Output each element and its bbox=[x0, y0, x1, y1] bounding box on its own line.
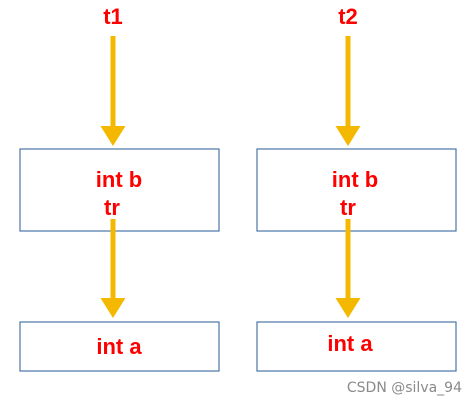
left-upper-box bbox=[19, 148, 220, 232]
left-lower-box bbox=[19, 321, 220, 372]
right-upper-box bbox=[256, 148, 457, 232]
right-lower-box bbox=[256, 321, 457, 372]
left-lower-box-var: int a bbox=[96, 334, 142, 359]
thread-label-t2: t2 bbox=[338, 4, 358, 29]
left-upper-box-var: int b bbox=[96, 167, 142, 192]
watermark-text: CSDN @silva_94 bbox=[347, 380, 462, 396]
thread-label-t1: t1 bbox=[103, 4, 123, 29]
right-upper-box-var: int b bbox=[332, 167, 378, 192]
right-upper-box-ref: tr bbox=[340, 195, 356, 220]
right-lower-box-var: int a bbox=[327, 331, 373, 356]
left-upper-box-ref: tr bbox=[104, 195, 120, 220]
